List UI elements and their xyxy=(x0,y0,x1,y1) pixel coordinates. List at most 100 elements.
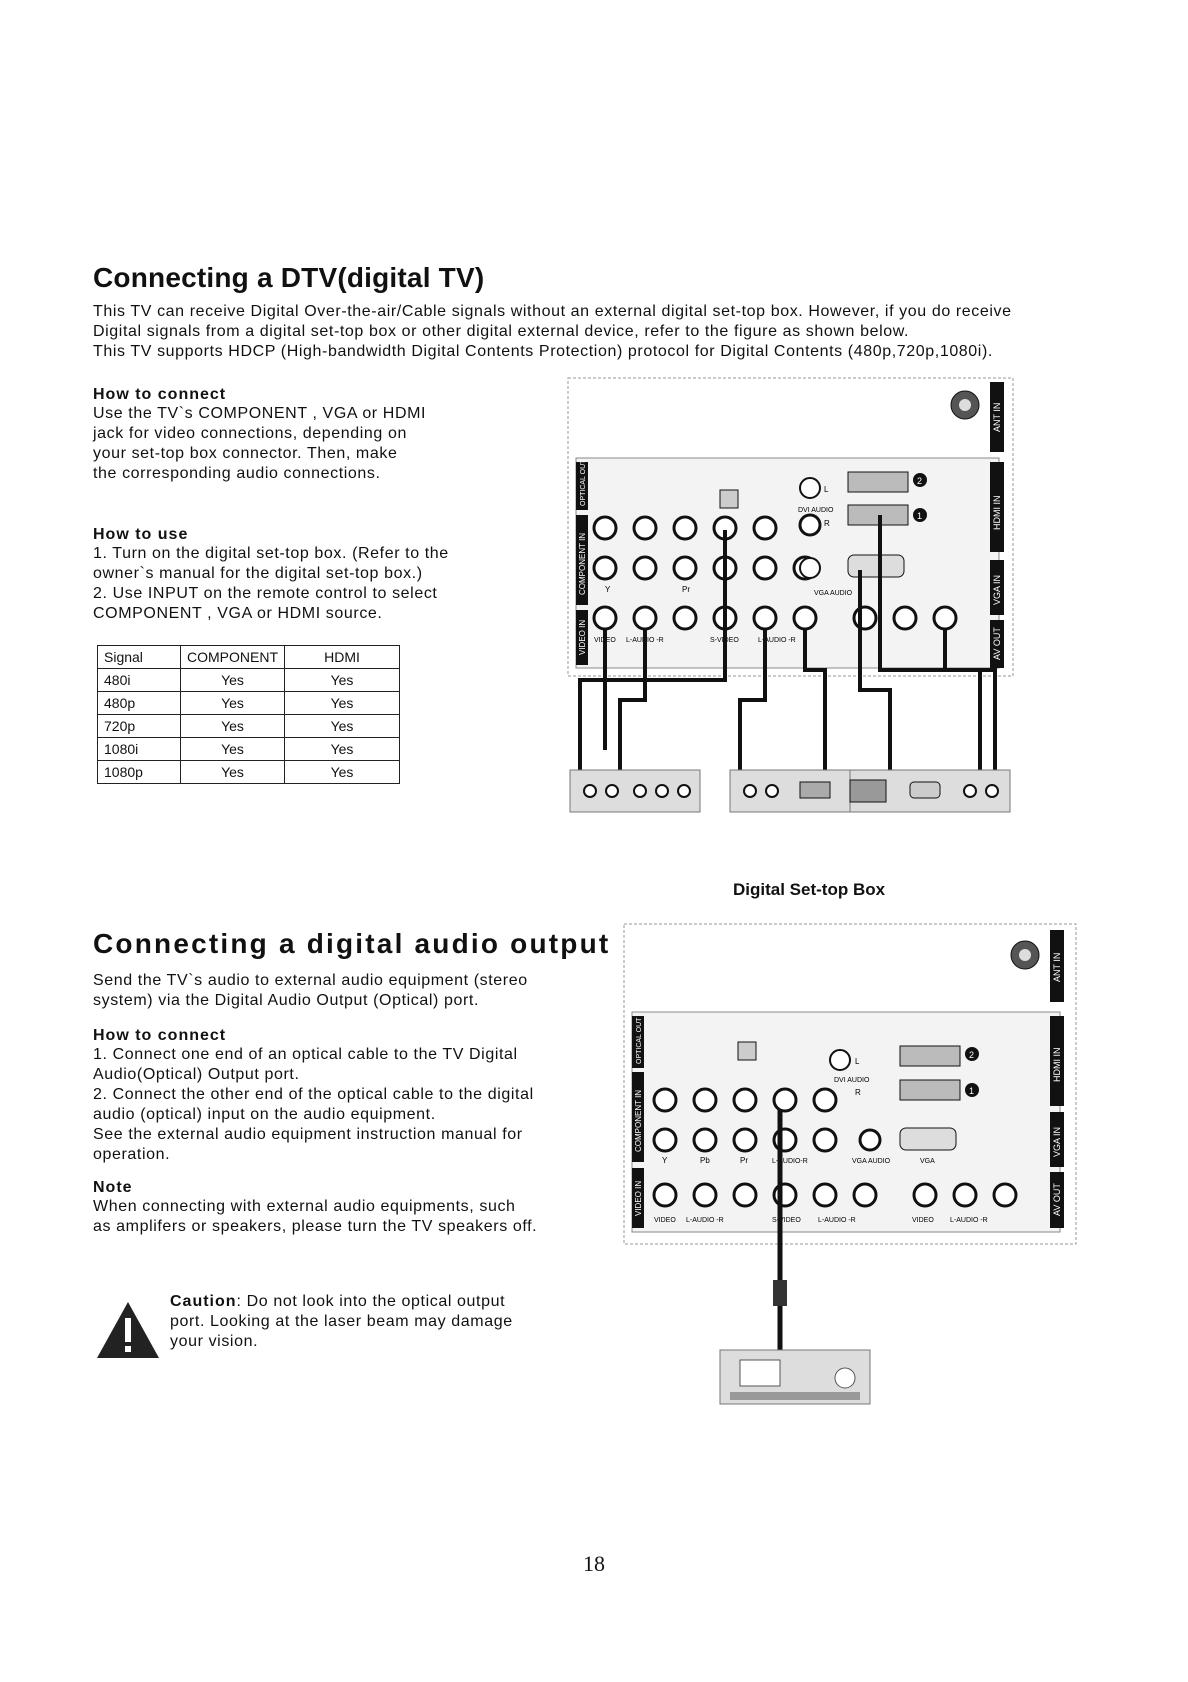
cable xyxy=(878,515,982,770)
jack-icon xyxy=(858,1128,882,1152)
l-label: L xyxy=(855,1057,860,1066)
antenna-jack-icon xyxy=(959,399,971,411)
cable xyxy=(858,570,892,770)
vga-port-icon xyxy=(909,781,941,799)
how-to-use-block: How to use 1. Turn on the digital set-to… xyxy=(93,526,523,624)
how-to-connect-heading: How to connect xyxy=(93,1027,227,1044)
badge-1: 1 xyxy=(969,1086,974,1096)
ant-in-bar xyxy=(990,382,1004,452)
av-out-bar xyxy=(1050,1172,1064,1228)
optical-out-label: OPTICAL OUT xyxy=(580,459,587,506)
video-label: VIDEO xyxy=(654,1217,676,1224)
badge-2: 2 xyxy=(917,476,922,486)
jack-icon xyxy=(772,1127,798,1153)
hdmi-port-icon xyxy=(847,471,909,493)
how-to-connect-line: Audio(Optical) Output port. xyxy=(93,1066,300,1083)
table-header-row: Signal COMPONENT HDMI xyxy=(97,645,400,669)
caution-label: Caution xyxy=(170,1293,237,1310)
jack-icon xyxy=(732,1182,758,1208)
table-row: 480i Yes Yes xyxy=(97,668,400,692)
dvi-audio-label: DVI AUDIO xyxy=(798,507,834,514)
component-in-bar xyxy=(576,515,588,605)
y-label: Y xyxy=(605,585,611,594)
cable xyxy=(578,530,727,770)
jack-icon xyxy=(932,605,958,631)
how-to-connect-line: Use the TV`s COMPONENT , VGA or HDMI xyxy=(93,405,427,422)
dvi-audio-l-jack-icon xyxy=(799,477,821,499)
caution-line: : Do not look into the optical output xyxy=(236,1293,506,1310)
column-header: HDMI xyxy=(284,645,400,669)
hdmi-in-label: HDMI IN xyxy=(1052,1048,1062,1083)
column-header: Signal xyxy=(97,645,181,669)
warning-icon xyxy=(97,1302,159,1358)
table-cell: 1080i xyxy=(97,737,181,761)
vga-audio-label: VGA AUDIO xyxy=(814,590,853,597)
ant-in-label: ANT IN xyxy=(992,403,1002,432)
audio-connection-diagram: ANT IN HDMI IN VGA IN AV OUT OPTICAL OUT… xyxy=(623,923,1077,1405)
component-in-label: COMPONENT IN xyxy=(578,533,587,595)
video-label: VIDEO xyxy=(912,1217,934,1224)
r-label: R xyxy=(824,519,830,528)
cable-plug-icon xyxy=(773,1280,787,1306)
note-line: When connecting with external audio equi… xyxy=(93,1198,516,1215)
video-in-label: VIDEO IN xyxy=(578,620,587,655)
vga-audio-jack-icon xyxy=(799,557,821,579)
vga-in-bar xyxy=(990,560,1004,615)
l-audio-r-label: L-AUDIO -R xyxy=(758,637,796,644)
how-to-use-line: COMPONENT , VGA or HDMI source. xyxy=(93,605,383,622)
jack-icon xyxy=(752,555,778,581)
jack-icon xyxy=(892,605,918,631)
how-to-connect-line: 2. Connect the other end of the optical … xyxy=(93,1086,534,1103)
table-cell: Yes xyxy=(284,714,400,738)
video-in-bar xyxy=(576,610,588,665)
table-cell: 720p xyxy=(97,714,181,738)
l-audio-r-label: L-AUDIO -R xyxy=(950,1217,988,1224)
jack-icon xyxy=(677,784,691,798)
table-cell: Yes xyxy=(284,760,400,784)
table-cell: Yes xyxy=(284,668,400,692)
l-label: L xyxy=(824,485,829,494)
figure-caption: Digital Set-top Box xyxy=(733,880,886,899)
pr-label: Pr xyxy=(682,585,690,594)
how-to-connect-heading: How to connect xyxy=(93,386,227,403)
component-jacks-row1 xyxy=(592,515,778,541)
badge-2: 2 xyxy=(969,1050,974,1060)
hdmi-port-icon xyxy=(899,1045,961,1067)
table-cell: 1080p xyxy=(97,760,181,784)
vga-port-icon xyxy=(899,1127,957,1151)
table-row: 1080p Yes Yes xyxy=(97,760,400,784)
jack-icon xyxy=(752,605,778,631)
jack-icon xyxy=(583,784,597,798)
jack-icon xyxy=(592,605,618,631)
vga-in-label: VGA IN xyxy=(1052,1127,1062,1157)
cable xyxy=(618,630,647,770)
table-row: 480p Yes Yes xyxy=(97,691,400,715)
equipment-buttons xyxy=(730,1392,860,1400)
dvi-audio-r-jack-icon xyxy=(798,513,822,537)
jack-icon xyxy=(605,784,619,798)
badge-2-icon xyxy=(913,473,927,487)
hdmi-in-label: HDMI IN xyxy=(992,496,1002,531)
av-jacks-row xyxy=(592,605,958,631)
table-cell: Yes xyxy=(180,668,285,692)
dvi-audio-l-jack-icon xyxy=(829,1049,851,1071)
jack-icon xyxy=(592,515,618,541)
note-line: as amplifers or speakers, please turn th… xyxy=(93,1218,538,1235)
component-jacks-row2 xyxy=(592,555,818,581)
jack-icon xyxy=(652,1182,678,1208)
audio-body: Send the TV`s audio to external audio eq… xyxy=(93,971,593,1237)
jack-icon xyxy=(792,605,818,631)
table-cell: Yes xyxy=(180,760,285,784)
table-cell: 480i xyxy=(97,668,181,692)
jack-icon xyxy=(852,605,878,631)
jack-icon xyxy=(632,555,658,581)
jack-icon xyxy=(852,1182,878,1208)
jack-icon xyxy=(752,515,778,541)
how-to-connect-line: 1. Connect one end of an optical cable t… xyxy=(93,1046,518,1063)
av-jacks-row xyxy=(652,1182,1018,1208)
dtv-connection-diagram: ANT IN HDMI IN VGA IN AV OUT OPTICAL OUT… xyxy=(567,377,1014,813)
optical-out-bar xyxy=(632,1016,644,1068)
jack-icon xyxy=(652,1127,678,1153)
caution-block: Caution: Do not look into the optical ou… xyxy=(170,1292,590,1352)
section-title-dtv: Connecting a DTV(digital TV) xyxy=(93,262,485,293)
